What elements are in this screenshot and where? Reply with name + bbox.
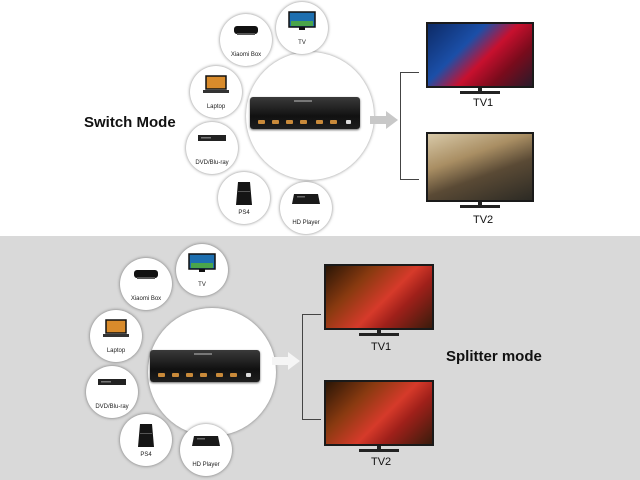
- output-bracket: [302, 314, 321, 420]
- game-console-icon: [236, 182, 252, 205]
- device-hd-player: HD Player: [280, 182, 332, 234]
- device-dvd-bluray: DVD/Blu-ray: [86, 366, 138, 418]
- device-dvd-bluray: DVD/Blu-ray: [186, 122, 238, 174]
- tv2-label: TV2: [473, 214, 494, 226]
- game-console-icon: [138, 424, 154, 447]
- arrow-right-icon: [370, 111, 398, 129]
- hd-player-icon: [292, 194, 320, 204]
- dvd-player-icon: [98, 379, 126, 385]
- arrow-right-icon: [272, 352, 300, 370]
- hdmi-switch-device: [250, 97, 360, 129]
- device-laptop: Laptop: [90, 310, 142, 362]
- tv1-screen: [324, 264, 434, 330]
- tv2-label: TV2: [371, 456, 392, 468]
- switch-mode-panel: Switch Mode Xiaomi Box TV Laptop DVD/Blu…: [0, 0, 640, 236]
- switch-mode-title: Switch Mode: [84, 114, 176, 131]
- output-tv-2: [324, 380, 434, 454]
- tv1-screen: [426, 22, 534, 88]
- tv1-label: TV1: [371, 341, 392, 353]
- output-tv-1: [426, 22, 534, 94]
- device-ps4: PS4: [218, 172, 270, 224]
- output-tv-1: [324, 264, 434, 338]
- device-tv: TV: [276, 2, 328, 54]
- hd-player-icon: [192, 436, 220, 446]
- splitter-mode-title: Splitter mode: [446, 348, 542, 365]
- device-xiaomi-box: Xiaomi Box: [220, 14, 272, 66]
- laptop-icon: [203, 75, 229, 93]
- device-ps4: PS4: [120, 414, 172, 466]
- device-hd-player: HD Player: [180, 424, 232, 476]
- tv2-screen: [426, 132, 534, 202]
- laptop-icon: [103, 319, 129, 337]
- device-xiaomi-box: Xiaomi Box: [120, 258, 172, 310]
- media-box-icon: [134, 270, 158, 279]
- tv2-screen: [324, 380, 434, 446]
- tv-icon: [188, 253, 216, 272]
- output-tv-2: [426, 132, 534, 210]
- output-bracket: [400, 72, 419, 180]
- tv1-label: TV1: [473, 97, 494, 109]
- device-tv: TV: [176, 244, 228, 296]
- dvd-player-icon: [198, 135, 226, 141]
- tv-icon: [288, 11, 316, 30]
- splitter-mode-panel: Splitter mode Xiaomi Box TV Laptop DVD/B…: [0, 236, 640, 480]
- device-laptop: Laptop: [190, 66, 242, 118]
- hdmi-splitter-device: [150, 350, 260, 382]
- media-box-icon: [234, 26, 258, 35]
